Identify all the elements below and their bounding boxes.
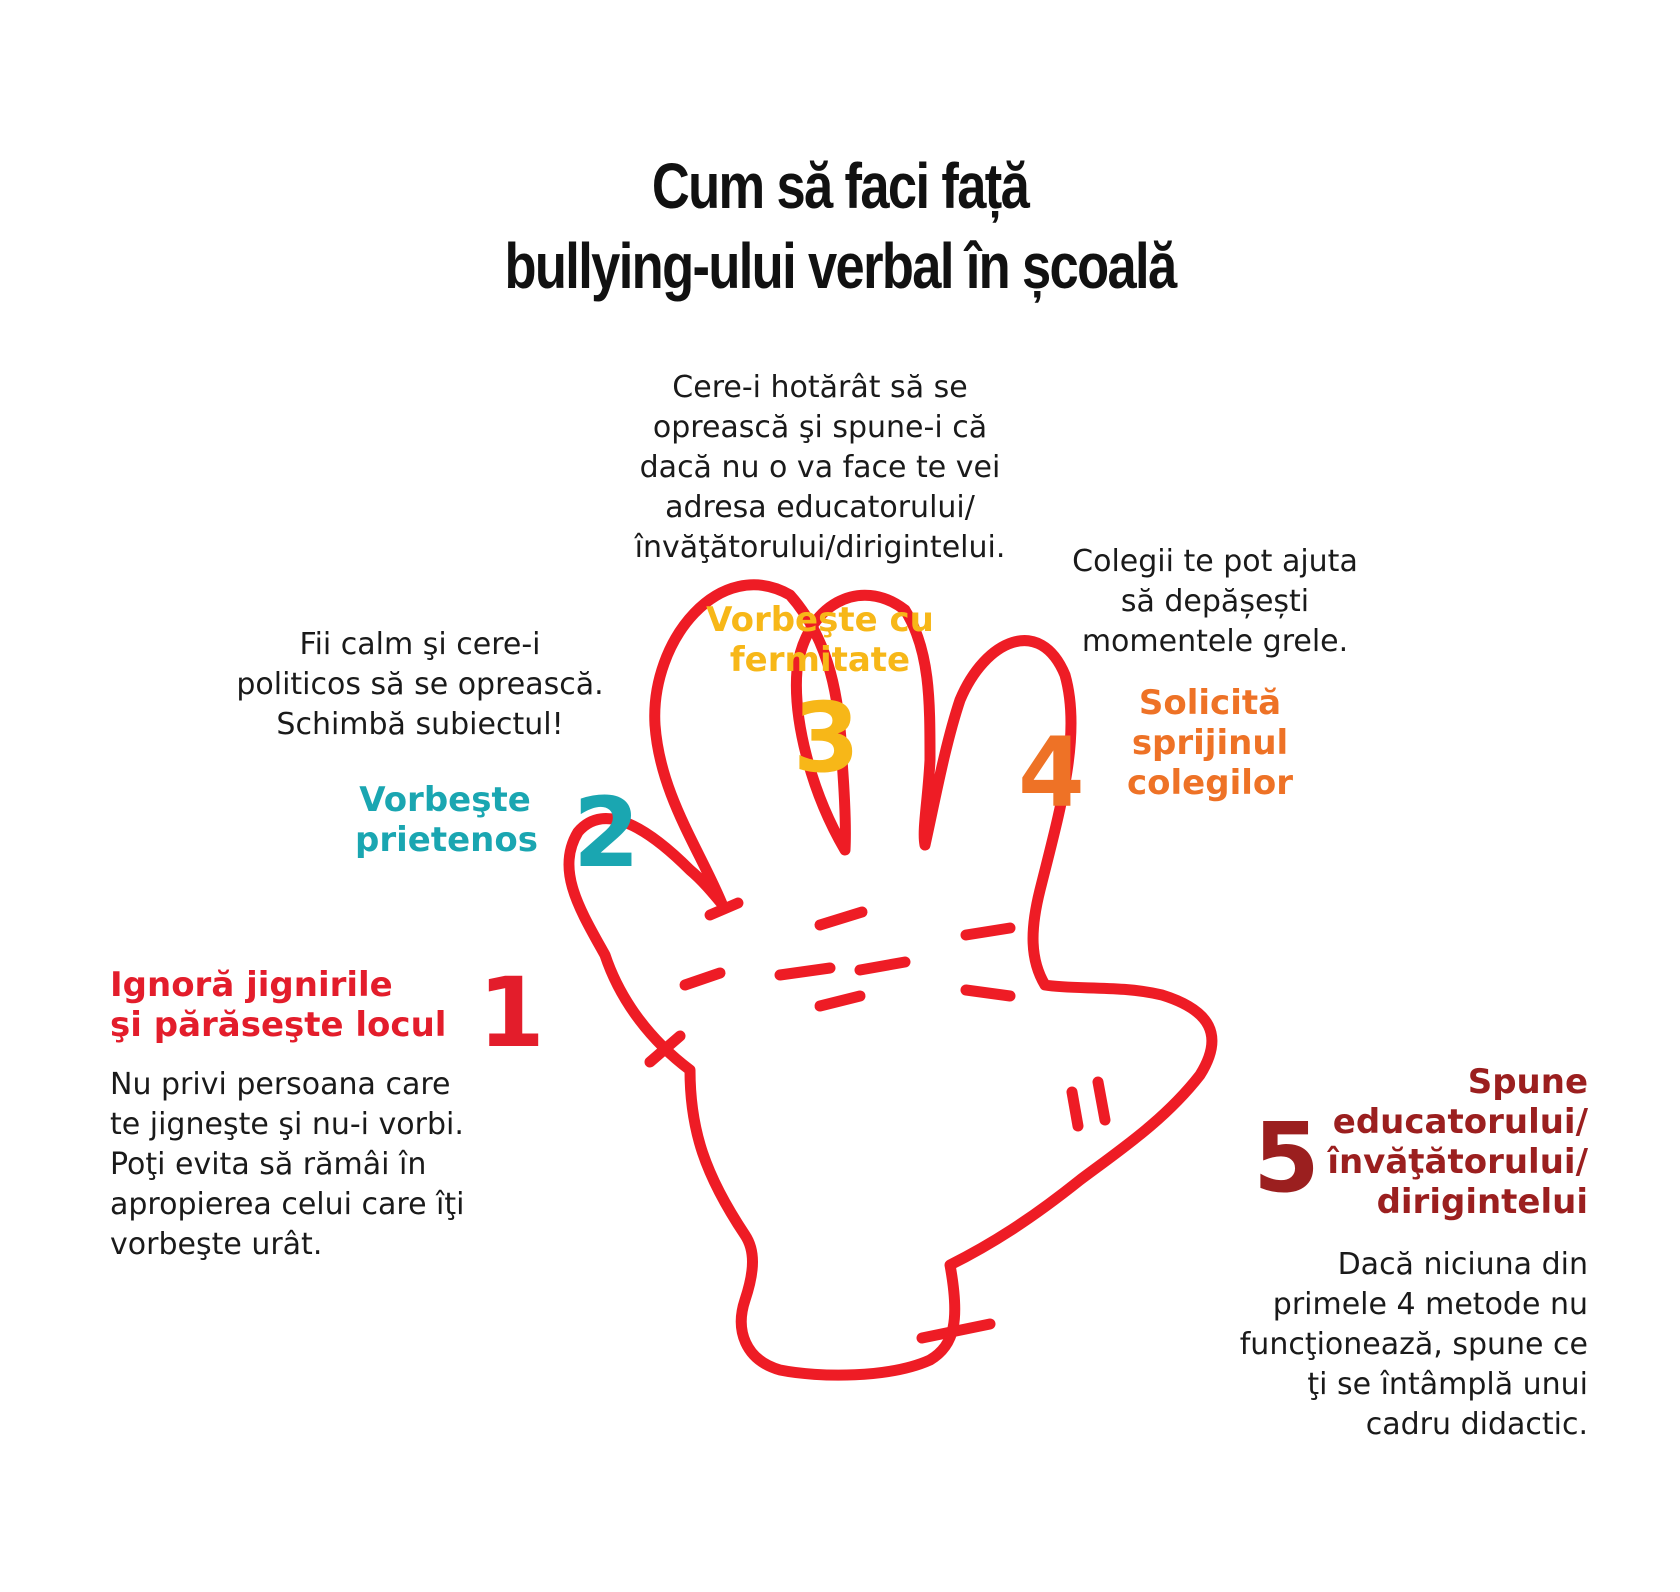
step-4-description-line: să depășești xyxy=(1120,584,1310,619)
step-3-description-line: Cere-i hotărât să se xyxy=(672,370,968,405)
step-1-description: Nu privi persoana care te jigneşte şi nu… xyxy=(110,1065,465,1265)
step-5-description-line: Dacă niciuna din xyxy=(1337,1247,1588,1282)
step-5-description-line: funcţionează, spune ce xyxy=(1239,1327,1588,1362)
step-1-description-line: vorbeşte urât. xyxy=(110,1227,323,1262)
step-5-description-line: ţi se întâmplă unui xyxy=(1307,1367,1588,1402)
step-3-heading-line: fermitate xyxy=(729,640,911,680)
step-4-heading-line: Solicită xyxy=(1138,683,1282,723)
step-5-heading-line: dirigintelui xyxy=(1376,1182,1588,1222)
step-5-description-line: cadru didactic. xyxy=(1365,1407,1588,1442)
step-5-heading-line: educatorului/ xyxy=(1332,1102,1588,1142)
step-3-number: 3 xyxy=(793,682,860,794)
step-1-description-line: te jigneşte şi nu-i vorbi. xyxy=(110,1107,464,1142)
step-1-description-line: apropierea celui care îţi xyxy=(110,1187,465,1222)
step-2-heading-line: prietenos xyxy=(355,820,538,860)
step-4-number: 4 xyxy=(1018,717,1085,829)
step-5-description-line: primele 4 metode nu xyxy=(1272,1287,1588,1322)
step-5-heading: Spune educatorului/ învăţătorului/ dirig… xyxy=(1300,1062,1588,1222)
step-3-description-line: învăţătorului/dirigintelui. xyxy=(634,530,1006,565)
step-4-heading-line: colegilor xyxy=(1127,763,1293,803)
step-2-description-line: Fii calm şi cere-i xyxy=(299,627,541,662)
step-4-description-line: momentele grele. xyxy=(1081,624,1349,659)
step-2-description: Fii calm şi cere-i politicos să se oprea… xyxy=(215,625,625,745)
step-3-description-line: adresa educatorului/ xyxy=(665,490,975,525)
step-3-description: Cere-i hotărât să se oprească şi spune-i… xyxy=(620,368,1020,568)
step-2-description-line: politicos să se oprească. xyxy=(236,667,604,702)
step-3-description-line: dacă nu o va face te vei xyxy=(639,450,1001,485)
title-line-1: Cum să faci față xyxy=(651,150,1030,222)
step-1-description-line: Nu privi persoana care xyxy=(110,1067,451,1102)
step-5-heading-line: învăţătorului/ xyxy=(1327,1142,1588,1182)
step-1-heading: Ignoră jignirile şi părăseşte locul xyxy=(110,965,446,1045)
step-5-description: Dacă niciuna din primele 4 metode nu fun… xyxy=(1190,1245,1588,1445)
step-2-heading-line: Vorbeşte xyxy=(359,780,531,820)
step-2-description-line: Schimbă subiectul! xyxy=(276,707,564,742)
step-3-description-line: oprească şi spune-i că xyxy=(652,410,988,445)
title-line-2: bullying-ului verbal în școală xyxy=(504,230,1177,302)
step-1-number: 1 xyxy=(478,957,545,1069)
step-4-heading: Solicită sprijinul colegilor xyxy=(1110,683,1310,803)
step-3-heading: Vorbeşte cu fermitate xyxy=(690,600,950,680)
step-1-description-line: Poţi evita să rămâi în xyxy=(110,1147,427,1182)
step-1-heading-line: şi părăseşte locul xyxy=(110,1005,447,1045)
step-2-heading: Vorbeşte prietenos xyxy=(355,780,538,860)
step-5-number: 5 xyxy=(1253,1102,1320,1214)
step-4-description: Colegii te pot ajuta să depășești moment… xyxy=(1055,542,1375,662)
step-2-number: 2 xyxy=(573,777,640,889)
step-3-heading-line: Vorbeşte cu xyxy=(706,600,934,640)
step-5-heading-line: Spune xyxy=(1467,1062,1588,1102)
hand-outline xyxy=(563,579,1218,1381)
step-4-description-line: Colegii te pot ajuta xyxy=(1072,544,1358,579)
step-4-heading-line: sprijinul xyxy=(1131,723,1289,763)
step-1-heading-line: Ignoră jignirile xyxy=(110,965,393,1005)
